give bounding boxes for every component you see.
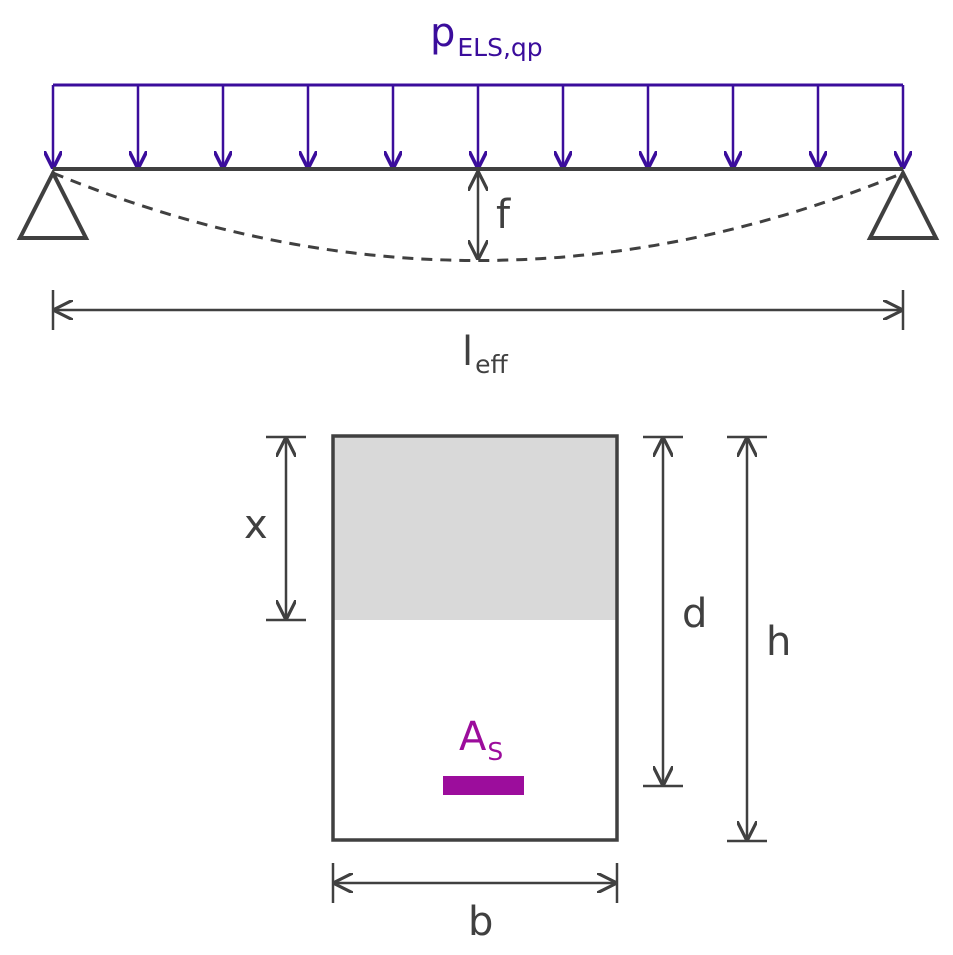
deflection-label: f <box>496 192 511 238</box>
right-support-icon <box>866 168 940 240</box>
b-label: b <box>468 899 493 945</box>
load-arrows <box>53 85 903 167</box>
distributed-load <box>53 83 903 167</box>
d-label: d <box>682 591 707 637</box>
span-label: leff <box>462 329 509 379</box>
reinforcement-bar <box>443 776 524 795</box>
compression-zone <box>333 436 617 620</box>
left-support-icon <box>16 168 90 240</box>
section-outline <box>331 434 619 842</box>
load-label: pELS,qp <box>430 10 543 62</box>
deflected-shape <box>52 171 904 262</box>
steel-area-label: AS <box>459 714 503 766</box>
h-label: h <box>766 619 791 665</box>
x-label: x <box>244 502 268 548</box>
